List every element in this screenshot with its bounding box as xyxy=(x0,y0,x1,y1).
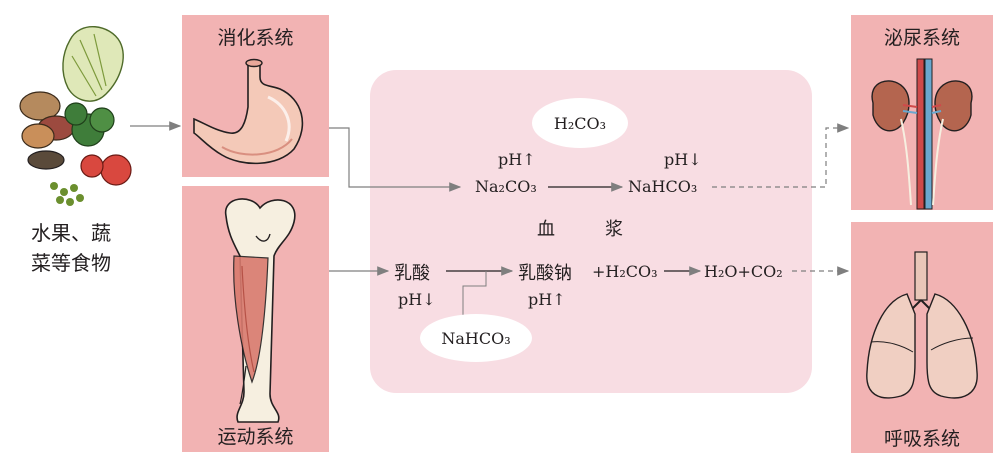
plasma-label-left: 血 xyxy=(537,219,555,240)
line-bubble-to-reaction xyxy=(462,271,487,318)
digestive-system-box: 消化系统 xyxy=(182,15,329,177)
sodium-lactate-label: 乳酸钠 xyxy=(518,263,572,284)
kidney-icon xyxy=(871,58,973,210)
bicarbonate-bubble-formula: NaHCO₃ xyxy=(441,328,511,348)
lactic-acid-label: 乳酸 xyxy=(394,263,430,284)
plus-carbonic-label: +H₂CO₃ xyxy=(592,262,658,281)
urinary-system-box: 泌尿系统 xyxy=(851,15,993,210)
food-label-line2: 菜等食物 xyxy=(31,251,111,275)
bicarbonate-bubble: NaHCO₃ xyxy=(420,314,532,362)
motor-system-title: 运动系统 xyxy=(217,426,294,448)
line-digestive-to-reactant xyxy=(329,127,462,192)
digestive-system-title: 消化系统 xyxy=(217,27,294,49)
motor-system-box: 运动系统 xyxy=(182,186,329,452)
food-label-line1: 水果、蔬 xyxy=(31,221,111,245)
product-ph-label: pH↓ xyxy=(664,150,702,169)
reactant-ph-label: pH↑ xyxy=(498,150,536,169)
plasma-label-right: 浆 xyxy=(605,219,623,240)
vegetables-fruit-icon xyxy=(19,25,132,206)
lungs-icon xyxy=(866,251,978,399)
lactic-acid-ph-label: pH↓ xyxy=(398,290,436,309)
urinary-system-title: 泌尿系统 xyxy=(883,27,960,49)
water-co2-label: H₂O+CO₂ xyxy=(704,262,783,281)
bone-muscle-icon xyxy=(225,198,296,423)
stomach-icon xyxy=(193,58,304,165)
sodium-lactate-ph-label: pH↑ xyxy=(528,290,566,309)
line-product-to-urinary xyxy=(712,123,850,188)
respiratory-system-title: 呼吸系统 xyxy=(883,428,960,450)
carbonic-acid-bubble: H₂CO₃ xyxy=(532,98,628,148)
food-label: 水果、蔬 菜等食物 xyxy=(12,218,130,278)
respiratory-system-box: 呼吸系统 xyxy=(851,222,993,453)
product-formula: NaHCO₃ xyxy=(628,177,698,196)
reactant-formula: Na₂CO₃ xyxy=(475,177,537,196)
carbonic-acid-bubble-formula: H₂CO₃ xyxy=(553,113,607,133)
